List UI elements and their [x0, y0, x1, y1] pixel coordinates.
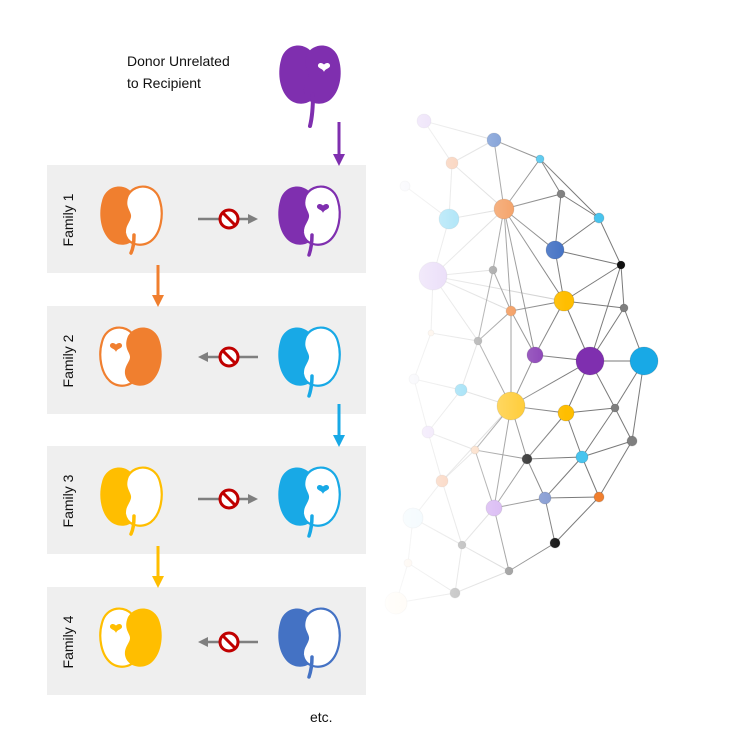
family-1-donor-kidney-pair-icon	[278, 185, 341, 257]
family-4-label: Family 4	[60, 615, 76, 668]
network-edge	[563, 264, 622, 302]
network-node	[629, 346, 659, 376]
footer-etc-label: etc.	[310, 709, 333, 725]
family-4-incompatible-arrow	[198, 631, 258, 653]
family-3-label: Family 3	[60, 474, 76, 527]
network-edge	[563, 300, 625, 309]
network-edge	[565, 407, 616, 414]
network-edge	[560, 193, 600, 219]
family-2-donor-kidney-pair-icon	[278, 326, 341, 398]
network-node	[593, 491, 605, 503]
network-edge	[614, 407, 633, 442]
network-edge	[589, 264, 622, 362]
donor-unrelated-kidney-pair-icon	[279, 45, 341, 128]
network-node	[610, 403, 620, 413]
network-fade-overlay	[366, 95, 566, 645]
network-node	[626, 435, 638, 447]
family-3-recipient-kidney-pair-icon	[100, 466, 163, 536]
no-entry-sign-icon	[218, 488, 240, 510]
family-1-recipient-kidney-pair-icon	[100, 185, 163, 255]
no-entry-sign-icon	[218, 346, 240, 368]
family-1-label: Family 1	[60, 193, 76, 246]
no-entry-sign-icon	[218, 631, 240, 653]
no-entry-sign-icon	[218, 208, 240, 230]
family-2-recipient-kidney-pair-icon	[99, 326, 162, 387]
family-4-recipient-kidney-pair-icon	[99, 607, 162, 668]
donor-label-line2: to Recipient	[127, 75, 201, 91]
network-node	[575, 346, 605, 376]
donor-label-line1: Donor Unrelated	[127, 53, 230, 69]
network-node	[619, 303, 629, 313]
family-2-label: Family 2	[60, 334, 76, 387]
network-edge	[581, 440, 633, 458]
network-edge	[598, 440, 633, 498]
network-node	[593, 212, 605, 224]
family-4-donor-kidney-pair-icon	[278, 607, 341, 679]
network-edge	[620, 264, 625, 309]
family-1-incompatible-arrow	[198, 208, 258, 230]
family-2-incompatible-arrow	[198, 346, 258, 368]
family-3-donor-kidney-pair-icon	[278, 466, 341, 538]
network-node	[575, 450, 589, 464]
network-edge	[581, 456, 600, 498]
network-node	[616, 260, 626, 270]
network-edge	[598, 217, 622, 266]
family-3-incompatible-arrow	[198, 488, 258, 510]
network-edge	[581, 407, 616, 458]
